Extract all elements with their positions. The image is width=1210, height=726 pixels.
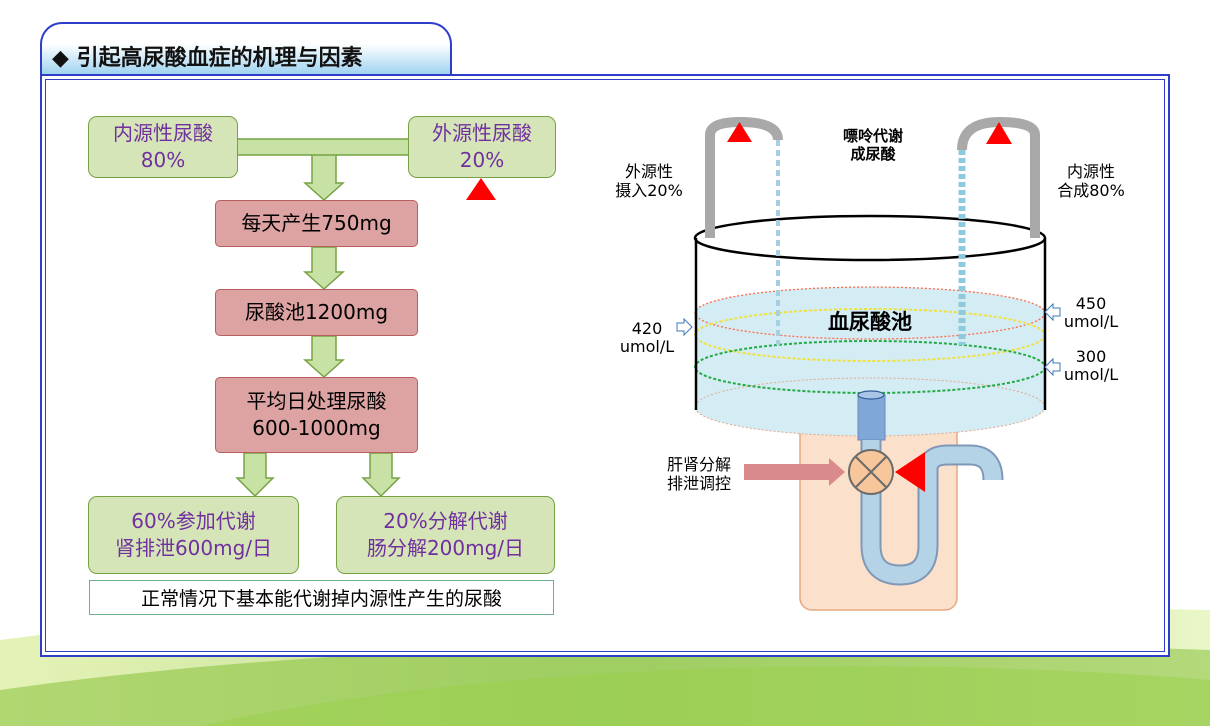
gut-breakdown-box: 20%分解代谢 肠分解200mg/日 xyxy=(336,496,555,574)
kidney-excretion-box: 60%参加代谢 肾排泄600mg/日 xyxy=(88,496,299,574)
daily-processing-box: 平均日处理尿酸 600-1000mg xyxy=(215,377,418,453)
right-inlet-pipe xyxy=(957,116,1040,238)
exogenous-intake-label: 外源性 摄入20% xyxy=(615,162,683,200)
control-arrow-icon xyxy=(744,458,845,486)
endogenous-synthesis-label: 内源性 合成80% xyxy=(1057,162,1125,200)
level-300-arrow-icon xyxy=(1044,357,1061,377)
up-triangle-icon xyxy=(466,178,496,200)
valve-control-label: 肝肾分解 排泄调控 xyxy=(666,455,731,493)
page-title: ◆ 引起高尿酸血症的机理与因素 xyxy=(52,46,363,71)
level-300-label: 300 umol/L xyxy=(1063,347,1119,384)
tank-rim xyxy=(693,214,1047,262)
level-450-label: 450 umol/L xyxy=(1063,294,1119,331)
summary-note: 正常情况下基本能代谢掉内源性产生的尿酸 xyxy=(89,580,554,615)
level-420-arrow-icon xyxy=(676,317,693,337)
endogenous-box: 内源性尿酸 80% xyxy=(88,116,238,178)
left-up-triangle-icon xyxy=(727,122,752,142)
content-panel-inner xyxy=(45,79,1165,652)
blood-uric-pool-label: 血尿酸池 xyxy=(828,310,912,334)
title-tab xyxy=(40,22,452,74)
exogenous-box: 外源性尿酸 20% xyxy=(408,116,556,178)
level-450-arrow-icon xyxy=(1044,302,1061,322)
left-triangle-icon xyxy=(895,452,925,492)
uric-pool-box: 尿酸池1200mg xyxy=(215,289,418,336)
level-420-label: 420 umol/L xyxy=(619,319,675,356)
s-trap-pipe xyxy=(862,440,1002,584)
right-up-triangle-icon xyxy=(986,122,1012,144)
daily-production-box: 每天产生750mg xyxy=(215,200,418,247)
purine-label: 嘌呤代谢 成尿酸 xyxy=(842,127,903,163)
left-inlet-pipe xyxy=(705,116,783,238)
